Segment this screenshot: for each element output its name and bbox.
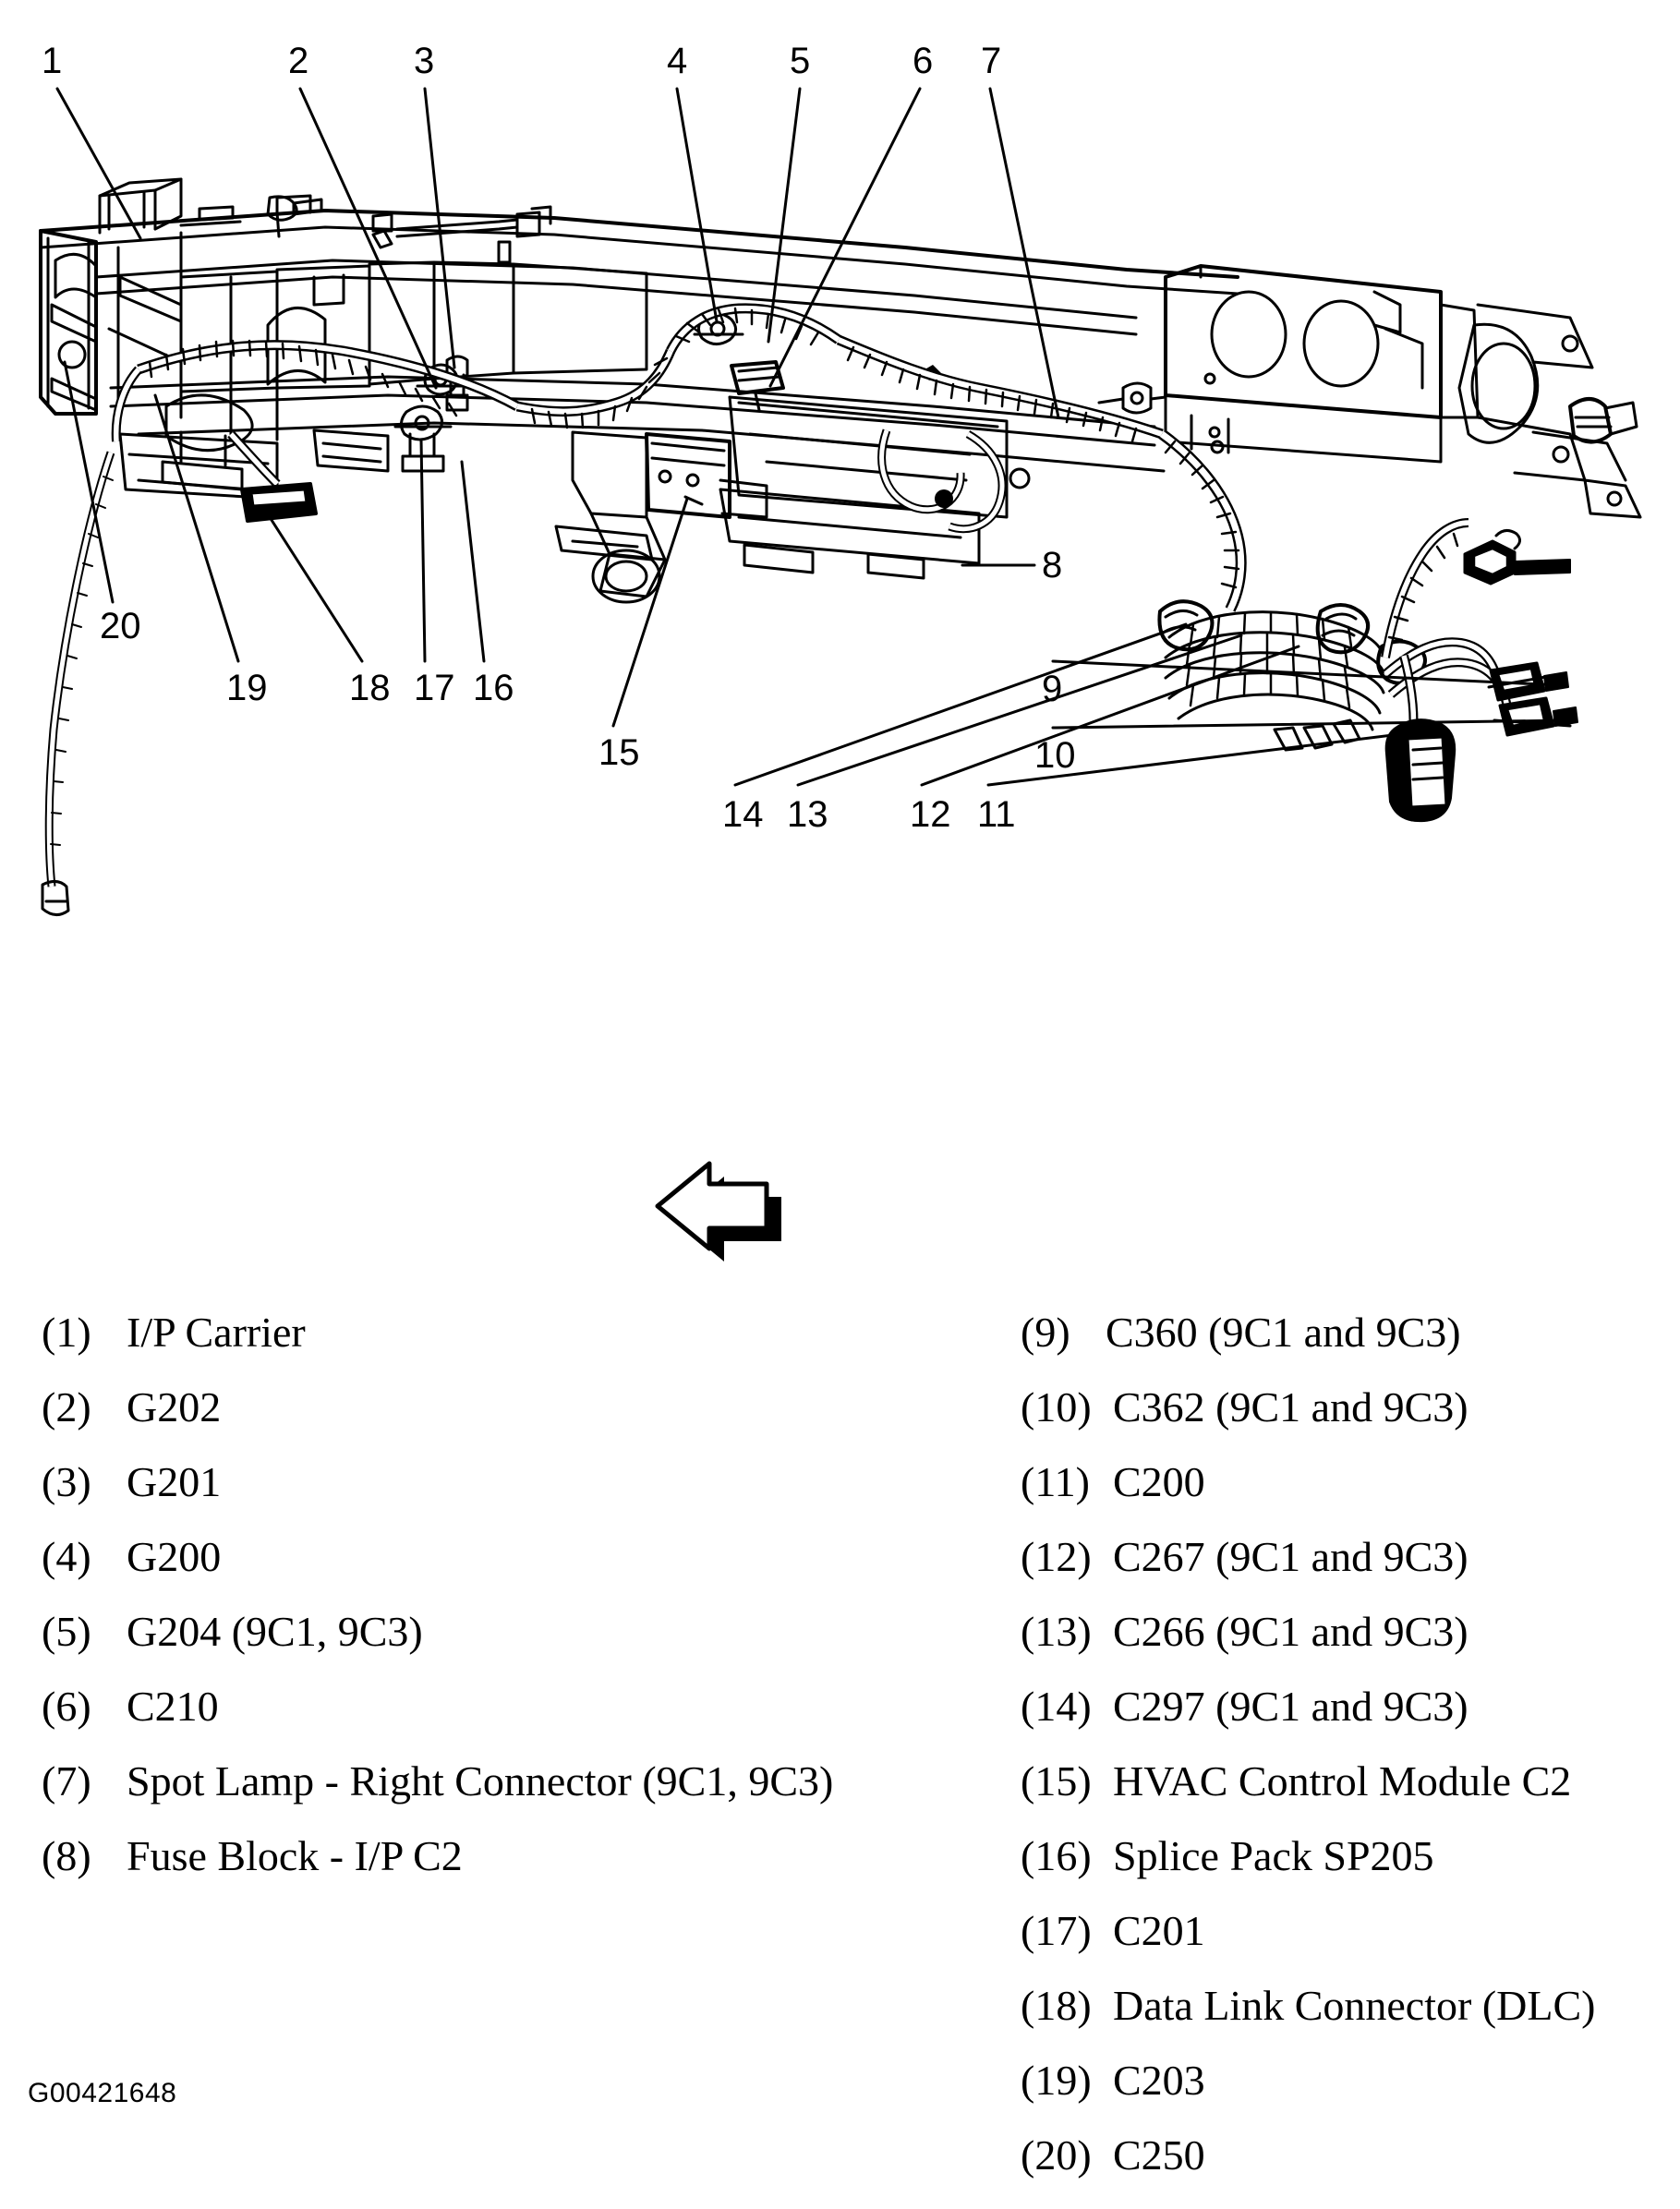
callout-20: 20: [100, 606, 141, 646]
legend-item-number: (20): [1021, 2131, 1092, 2179]
callout-5: 5: [790, 41, 811, 81]
legend-item-label: Data Link Connector (DLC): [1113, 1982, 1596, 2029]
legend-item-number: (8): [42, 1832, 91, 1879]
legend-item-label: Fuse Block - I/P C2: [127, 1832, 463, 1879]
legend-item-number: (18): [1021, 1982, 1092, 2029]
legend-item-number: (5): [42, 1608, 91, 1655]
legend-item-number: (14): [1021, 1683, 1092, 1730]
legend-item-label: C266 (9C1 and 9C3): [1113, 1608, 1468, 1655]
callout-16: 16: [473, 668, 514, 708]
callout-17: 17: [414, 668, 455, 708]
legend-item: (8) Fuse Block - I/P C2: [42, 1835, 965, 1877]
legend-item-number: (9): [1021, 1309, 1070, 1356]
legend-item-label: I/P Carrier: [127, 1309, 306, 1356]
callout-2: 2: [288, 41, 309, 81]
callout-11: 11: [977, 794, 1016, 835]
legend-item-label: C250: [1113, 2131, 1205, 2179]
callout-3: 3: [414, 41, 435, 81]
legend-column-left: (1) I/P Carrier (2) G202 (3) G201 (4) G2…: [42, 1311, 965, 1910]
legend-item: (6) C210: [42, 1685, 965, 1728]
component-legend: (1) I/P Carrier (2) G202 (3) G201 (4) G2…: [0, 1311, 1680, 2177]
callout-14: 14: [722, 794, 764, 835]
legend-item: (19) C203: [1021, 2059, 1667, 2102]
legend-item: (18) Data Link Connector (DLC): [1021, 1985, 1667, 2027]
legend-item-number: (19): [1021, 2057, 1092, 2104]
legend-item-label: G204 (9C1, 9C3): [127, 1608, 423, 1655]
callout-10: 10: [1034, 735, 1076, 776]
legend-item: (20) C250: [1021, 2134, 1667, 2177]
callout-8: 8: [1042, 545, 1063, 585]
legend-item: (17) C201: [1021, 1910, 1667, 1952]
legend-item: (14) C297 (9C1 and 9C3): [1021, 1685, 1667, 1728]
legend-column-right: (9) C360 (9C1 and 9C3) (10) C362 (9C1 an…: [1021, 1311, 1667, 2209]
legend-item-number: (4): [42, 1533, 91, 1580]
legend-item-number: (16): [1021, 1832, 1092, 1879]
legend-item: (15) HVAC Control Module C2: [1021, 1760, 1667, 1803]
callout-15: 15: [598, 732, 640, 773]
legend-item-number: (7): [42, 1757, 91, 1805]
legend-item: (12) C267 (9C1 and 9C3): [1021, 1536, 1667, 1578]
legend-item: (16) Splice Pack SP205: [1021, 1835, 1667, 1877]
legend-item-label: G200: [127, 1533, 222, 1580]
forward-direction-arrow: [655, 1161, 781, 1261]
legend-item-label: C297 (9C1 and 9C3): [1113, 1683, 1468, 1730]
callout-9: 9: [1042, 669, 1063, 709]
legend-item-label: C210: [127, 1683, 219, 1730]
legend-item: (3) G201: [42, 1461, 965, 1503]
legend-item: (4) G200: [42, 1536, 965, 1578]
callout-13: 13: [787, 794, 828, 835]
legend-item-number: (12): [1021, 1533, 1092, 1580]
legend-item-number: (15): [1021, 1757, 1092, 1805]
legend-item-label: Spot Lamp - Right Connector (9C1, 9C3): [127, 1757, 834, 1805]
legend-item-label: C267 (9C1 and 9C3): [1113, 1533, 1468, 1580]
legend-item-number: (1): [42, 1309, 91, 1356]
legend-item-label: C360 (9C1 and 9C3): [1106, 1309, 1461, 1356]
callout-6: 6: [913, 41, 934, 81]
legend-item-label: C201: [1113, 1907, 1205, 1954]
legend-item: (7) Spot Lamp - Right Connector (9C1, 9C…: [42, 1760, 965, 1803]
legend-item: (13) C266 (9C1 and 9C3): [1021, 1611, 1667, 1653]
legend-item-label: C203: [1113, 2057, 1205, 2104]
legend-item-number: (6): [42, 1683, 91, 1730]
legend-item: (10) C362 (9C1 and 9C3): [1021, 1386, 1667, 1429]
legend-item: (1) I/P Carrier: [42, 1311, 965, 1354]
legend-item-label: Splice Pack SP205: [1113, 1832, 1434, 1879]
legend-item: (5) G204 (9C1, 9C3): [42, 1611, 965, 1653]
figure-id-code: G00421648: [28, 2078, 177, 2108]
callout-1: 1: [42, 41, 63, 81]
legend-item-label: HVAC Control Module C2: [1113, 1757, 1572, 1805]
legend-item-number: (11): [1021, 1458, 1090, 1505]
callout-12: 12: [910, 794, 951, 835]
callout-4: 4: [667, 41, 688, 81]
legend-item-number: (2): [42, 1383, 91, 1430]
legend-item-number: (10): [1021, 1383, 1092, 1430]
legend-item: (11) C200: [1021, 1461, 1667, 1503]
diagram-linework: [39, 87, 1642, 1261]
legend-item-label: C362 (9C1 and 9C3): [1113, 1383, 1468, 1430]
legend-item-label: C200: [1113, 1458, 1205, 1505]
legend-item: (9) C360 (9C1 and 9C3): [1021, 1311, 1667, 1354]
legend-item-number: (13): [1021, 1608, 1092, 1655]
instrument-panel-harness-diagram: 1 2 3 4 5 6 7 8 9 10 11 12 13 14 15 16 1…: [39, 41, 1642, 1261]
callout-18: 18: [349, 668, 391, 708]
legend-item-number: (3): [42, 1458, 91, 1505]
legend-item: (2) G202: [42, 1386, 965, 1429]
legend-item-number: (17): [1021, 1907, 1092, 1954]
legend-item-label: G202: [127, 1383, 222, 1430]
callout-19: 19: [226, 668, 268, 708]
legend-item-label: G201: [127, 1458, 222, 1505]
callout-7: 7: [981, 41, 1002, 81]
